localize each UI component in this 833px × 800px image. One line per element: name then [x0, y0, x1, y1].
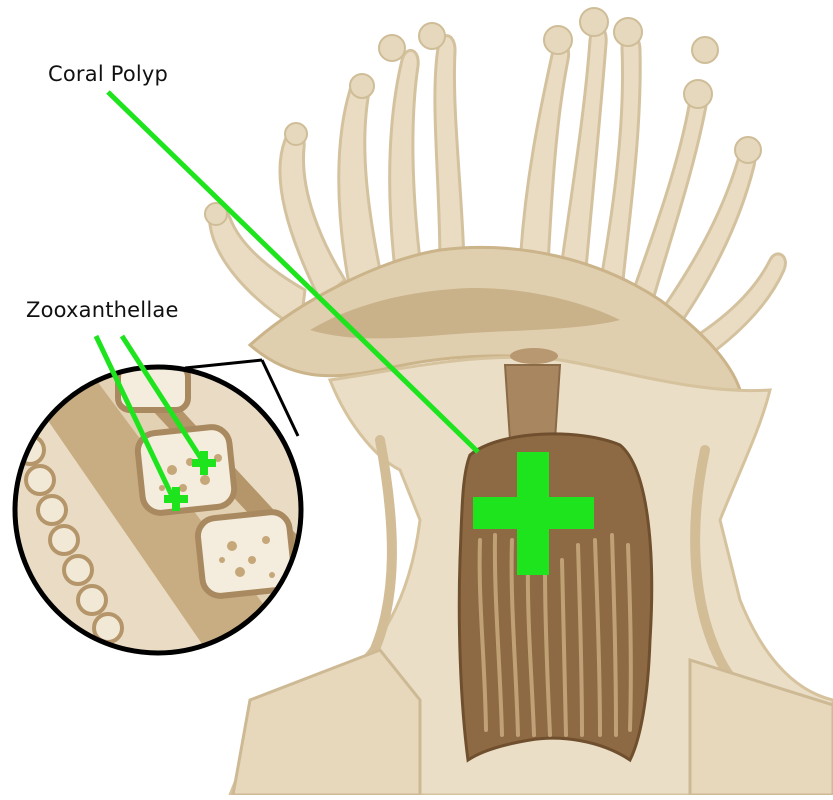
inset-connector-top [185, 360, 262, 368]
gastric-cavity [459, 434, 651, 760]
coral-polyp-label: Coral Polyp [48, 62, 168, 86]
polyp-body [205, 8, 833, 795]
mouth [510, 348, 558, 364]
polyp-base [233, 650, 420, 795]
pharynx [505, 365, 560, 440]
zooxanthellae-label: Zooxanthellae [26, 298, 179, 322]
